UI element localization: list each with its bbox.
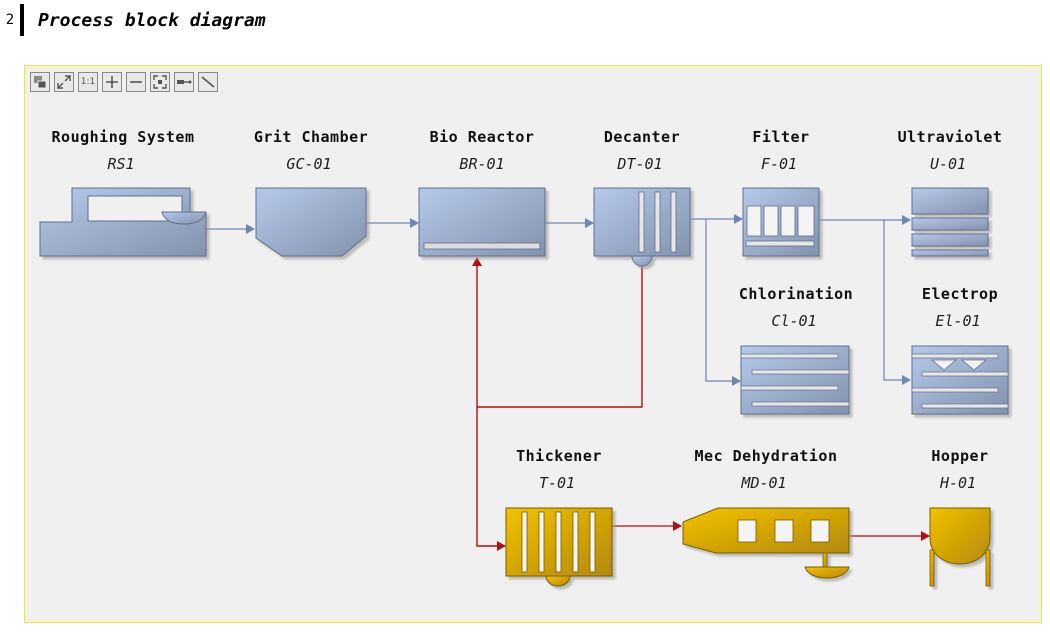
unit-name: Grit Chamber	[254, 128, 368, 146]
unit-filter[interactable]: Filter F-01	[742, 128, 820, 257]
unit-code: DT-01	[616, 155, 662, 173]
unit-thickener[interactable]: Thickener T-01	[505, 447, 613, 587]
unit-name: Roughing System	[52, 128, 195, 146]
link-dt01-cl01	[705, 219, 741, 386]
unit-hopper[interactable]: Hopper H-01	[929, 447, 991, 587]
unit-roughing-system[interactable]: Roughing System RS1	[39, 128, 207, 257]
unit-mec-dehydration[interactable]: Mec Dehydration MD-01	[682, 447, 850, 579]
unit-grit-chamber[interactable]: Grit Chamber GC-01	[254, 128, 368, 257]
unit-name: Mec Dehydration	[695, 447, 838, 465]
unit-name: Filter	[752, 128, 809, 146]
heading-number: 2	[5, 12, 15, 28]
unit-code: U-01	[930, 155, 966, 173]
zoom-in-icon[interactable]	[102, 72, 122, 92]
heading-bar	[20, 4, 24, 36]
unit-code: Cl-01	[771, 312, 816, 330]
expand-icon[interactable]	[150, 72, 170, 92]
diagram-toolbar: 1:1	[30, 72, 218, 92]
unit-bio-reactor[interactable]: Bio Reactor BR-01	[418, 128, 546, 257]
unit-electrop[interactable]: Electrop El-01	[911, 285, 1009, 415]
actual-size-label: 1:1	[80, 77, 96, 87]
unit-name: Thickener	[516, 447, 602, 465]
diagram-heading: 2 Process block diagram	[0, 2, 266, 38]
unit-chlorination[interactable]: Chlorination Cl-01	[739, 285, 853, 415]
connector-icon[interactable]	[174, 72, 194, 92]
fit-icon[interactable]	[54, 72, 74, 92]
select-icon[interactable]	[30, 72, 50, 92]
unit-name: Bio Reactor	[430, 128, 535, 146]
link-sludge-t01	[476, 407, 506, 551]
link-dt01-sludge	[477, 264, 643, 408]
unit-name: Chlorination	[739, 285, 853, 303]
unit-code: F-01	[761, 155, 797, 173]
unit-code: GC-01	[286, 155, 331, 173]
unit-name: Decanter	[604, 128, 680, 146]
unit-name: Electrop	[922, 285, 998, 303]
unit-code: MD-01	[740, 474, 786, 492]
zoom-out-icon[interactable]	[126, 72, 146, 92]
unit-code: El-01	[935, 312, 980, 330]
unit-ultraviolet[interactable]: Ultraviolet U-01	[898, 128, 1003, 257]
heading-title: Process block diagram	[38, 9, 266, 31]
flow-links	[206, 214, 930, 551]
unit-code: RS1	[107, 155, 134, 173]
unit-decanter[interactable]: Decanter DT-01	[593, 128, 691, 267]
unit-code: H-01	[939, 474, 976, 492]
line-icon[interactable]	[198, 72, 218, 92]
unit-name: Ultraviolet	[898, 128, 1003, 146]
actual-size-button[interactable]: 1:1	[78, 72, 98, 92]
link-f01-el01	[883, 220, 911, 385]
unit-name: Hopper	[931, 447, 988, 465]
unit-code: BR-01	[459, 155, 504, 173]
unit-code: T-01	[539, 474, 575, 492]
